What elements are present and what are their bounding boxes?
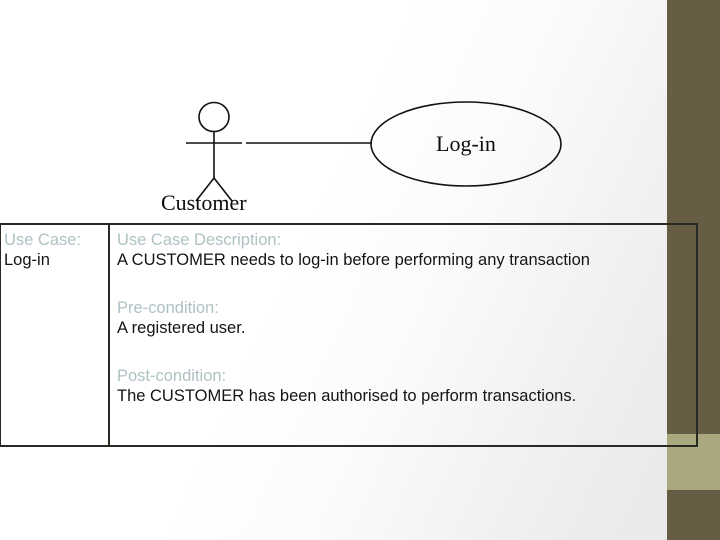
use-case-column-value: Log-in <box>4 251 50 269</box>
diagram-svg <box>186 101 562 202</box>
use-case-diagram: Customer Log-in <box>0 0 720 225</box>
description-header: Use Case Description: <box>117 231 282 249</box>
decorative-bar-bottom <box>667 490 720 540</box>
spacer-1 <box>117 271 696 298</box>
use-case-column-header: Use Case: <box>4 231 82 249</box>
post-condition-header: Post-condition: <box>117 367 227 385</box>
use-case-label: Log-in <box>436 131 496 156</box>
post-condition-body: The CUSTOMER has been authorised to perf… <box>117 387 577 405</box>
actor-leg-left <box>195 177 215 202</box>
decorative-bar-top <box>667 0 720 434</box>
actor-stick-figure <box>186 101 242 202</box>
actor-leg-right <box>213 177 233 202</box>
use-case-description-table: Use Case: Log-in Use Case Description: A… <box>0 223 698 447</box>
pre-condition-body: A registered user. <box>117 319 246 337</box>
use-case-ellipse <box>370 101 562 187</box>
actor-label: Customer <box>161 190 247 215</box>
decorative-bar-middle <box>667 434 720 490</box>
pre-condition-header: Pre-condition: <box>117 299 219 317</box>
spacer-2 <box>117 339 696 366</box>
table-column-description: Use Case Description: A CUSTOMER needs t… <box>110 225 696 445</box>
table-column-use-case: Use Case: Log-in <box>1 225 110 445</box>
actor-head-icon <box>198 101 230 133</box>
description-body: A CUSTOMER needs to log-in before perfor… <box>117 251 590 269</box>
